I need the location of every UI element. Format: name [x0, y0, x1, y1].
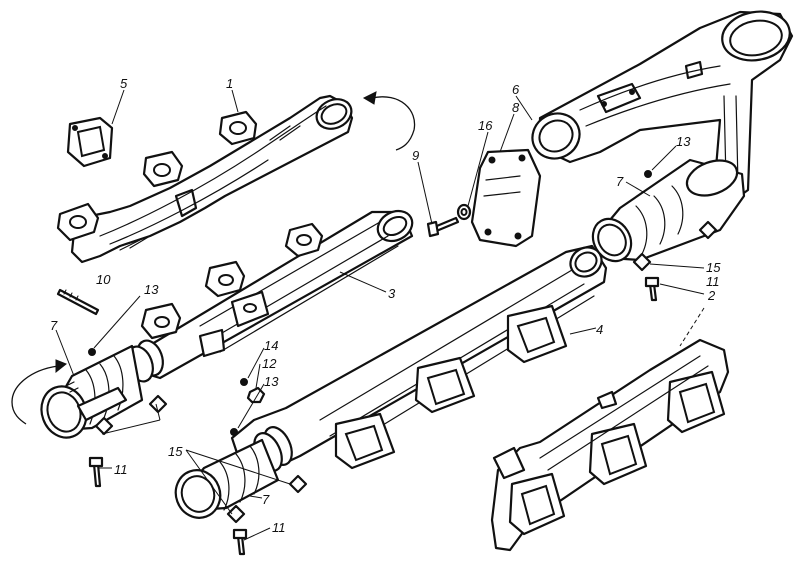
assembly-direction-arrow-left [11, 365, 59, 425]
callout-4: 4 [596, 322, 603, 337]
callout-1: 1 [226, 76, 233, 91]
bellows-compensator-right [591, 158, 746, 272]
exhaust-elbow-pipe [531, 10, 794, 202]
bellows-compensator-lower [174, 438, 308, 524]
callout-2: 2 [707, 288, 716, 303]
leader-lines [55, 89, 705, 541]
rear-exhaust-manifold [490, 338, 730, 552]
callout-7-lower: 7 [262, 492, 270, 507]
callout-11-left: 11 [114, 462, 128, 477]
callout-6: 6 [512, 82, 520, 97]
callout-7-left: 7 [50, 318, 58, 333]
callout-labels: 1 5 6 8 16 9 13 7 10 13 3 15 11 2 4 7 14… [50, 76, 721, 535]
callout-8: 8 [512, 100, 520, 115]
callout-15-left: 15 [168, 444, 183, 459]
heat-shield-plate [470, 148, 542, 248]
callout-9: 9 [412, 148, 419, 163]
washer-14 [240, 378, 248, 386]
callout-13-upper: 13 [676, 134, 691, 149]
stud [56, 288, 100, 316]
nut-12 [246, 386, 266, 404]
callout-13-left: 13 [144, 282, 159, 297]
callout-13-middle: 13 [264, 374, 279, 389]
washer-13-upper [644, 170, 652, 178]
bolt-11-left [92, 462, 102, 488]
washer-13-left [88, 348, 96, 356]
callout-14: 14 [264, 338, 278, 353]
middle-exhaust-pipe [126, 209, 414, 383]
callout-5: 5 [120, 76, 128, 91]
callout-10: 10 [96, 272, 111, 287]
assembly-direction-arrow-upper [371, 96, 416, 151]
callout-16: 16 [478, 118, 493, 133]
callout-11-right: 11 [706, 274, 720, 289]
callout-12: 12 [262, 356, 277, 371]
callout-7-right: 7 [616, 174, 624, 189]
callout-15-right: 15 [706, 260, 721, 275]
front-exhaust-manifold [230, 244, 608, 480]
upper-exhaust-manifold [56, 94, 354, 264]
callout-11-lower: 11 [272, 520, 286, 535]
washer-13-middle [230, 428, 238, 436]
bellows-compensator-left [40, 344, 168, 439]
flange-gasket [66, 116, 114, 168]
callout-3: 3 [388, 286, 396, 301]
